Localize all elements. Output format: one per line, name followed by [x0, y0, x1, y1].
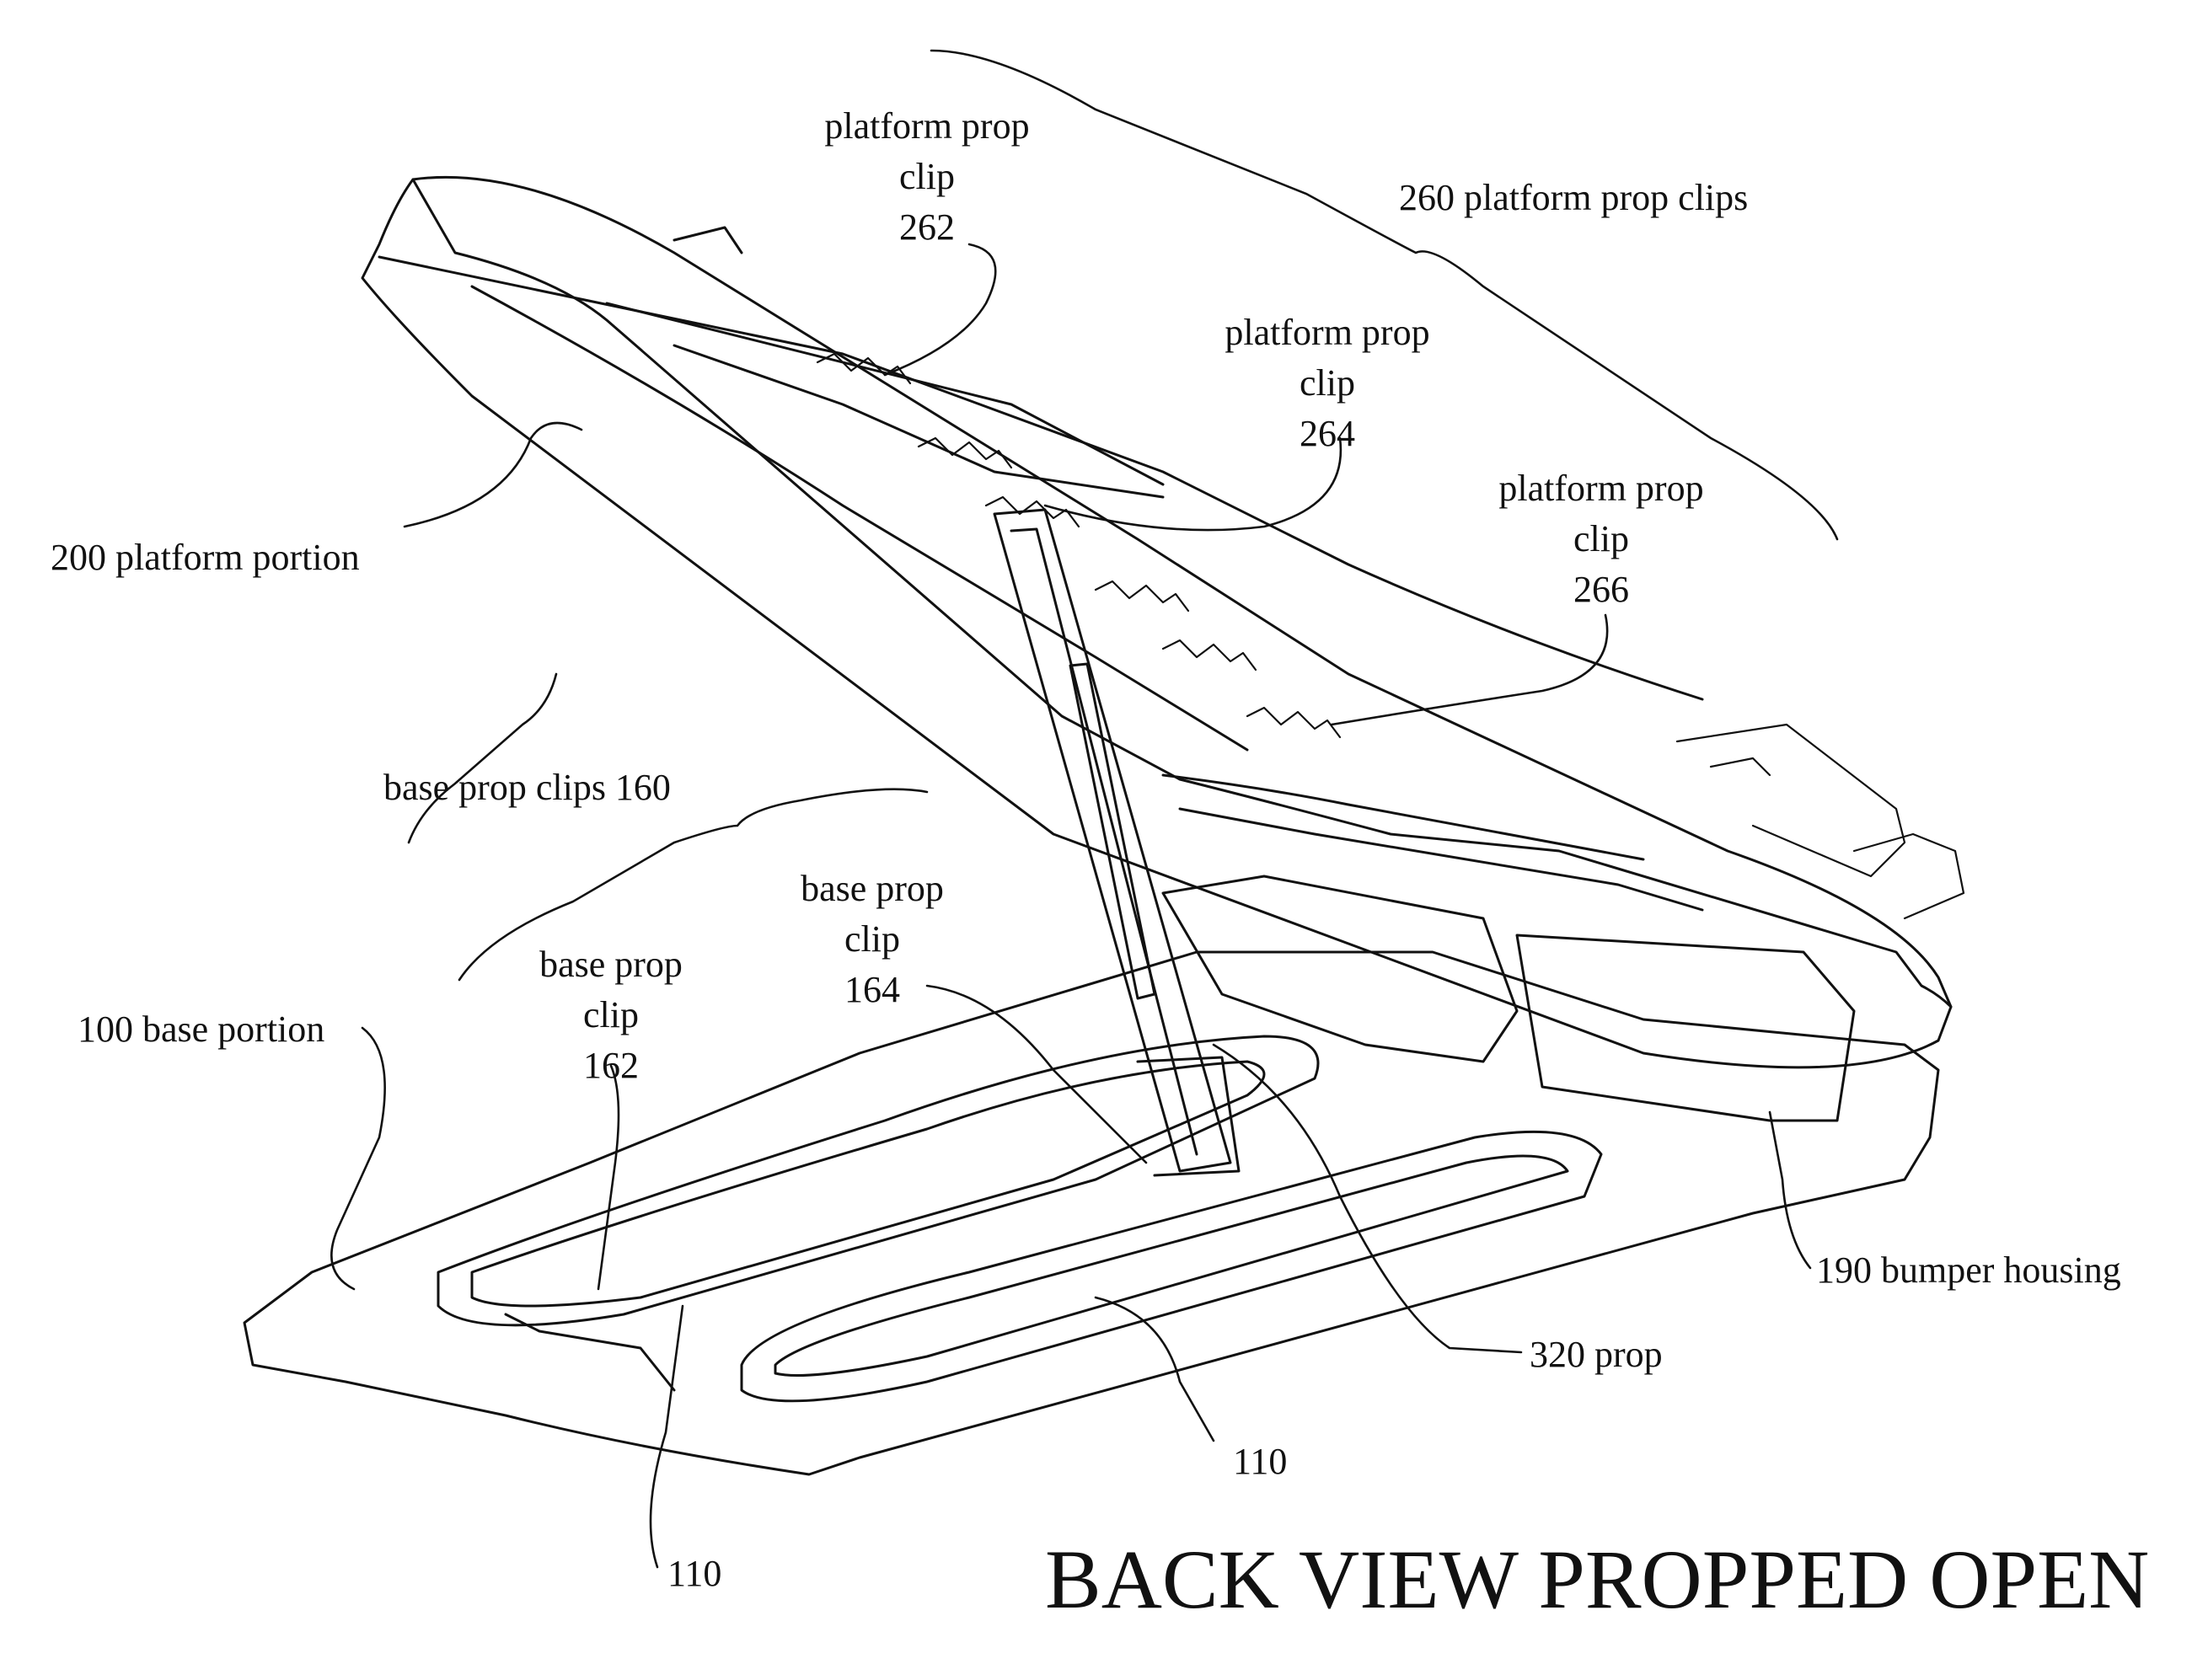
label-line: clip	[767, 914, 978, 965]
label-base-prop-clips-160: base prop clips 160	[383, 762, 671, 813]
figure-caption: BACK VIEW PROPPED OPEN	[1045, 1533, 2149, 1626]
label-line: base prop	[767, 864, 978, 914]
label-platform-prop-clip-262: platform prop clip 262	[805, 101, 1049, 253]
base-portion-outline	[244, 876, 1938, 1474]
label-line: 162	[506, 1041, 716, 1091]
label-line: platform prop	[805, 101, 1049, 152]
label-line: clip	[506, 990, 716, 1041]
label-100-base-portion: 100 base portion	[78, 1004, 324, 1055]
label-line: 164	[767, 965, 978, 1015]
label-base-prop-clip-164: base prop clip 164	[767, 864, 978, 1015]
label-base-prop-clip-162: base prop clip 162	[506, 939, 716, 1091]
label-260-platform-prop-clips: 260 platform prop clips	[1399, 173, 1748, 223]
label-110-right: 110	[1233, 1437, 1287, 1487]
label-line: 266	[1479, 564, 1723, 615]
label-200-platform-portion: 200 platform portion	[51, 532, 360, 583]
label-line: platform prop	[1479, 463, 1723, 514]
label-line: base prop	[506, 939, 716, 990]
label-line: 264	[1205, 409, 1450, 459]
label-320-prop: 320 prop	[1530, 1330, 1663, 1380]
label-line: clip	[805, 152, 1049, 202]
label-line: clip	[1479, 514, 1723, 564]
label-platform-prop-clip-264: platform prop clip 264	[1205, 308, 1450, 459]
label-line: clip	[1205, 358, 1450, 409]
label-110-left: 110	[667, 1549, 721, 1599]
platform-portion-outline	[362, 177, 1951, 1067]
label-line: 262	[805, 202, 1049, 253]
label-190-bumper-housing: 190 bumper housing	[1816, 1245, 2121, 1296]
label-platform-prop-clip-266: platform prop clip 266	[1479, 463, 1723, 615]
label-line: platform prop	[1205, 308, 1450, 358]
